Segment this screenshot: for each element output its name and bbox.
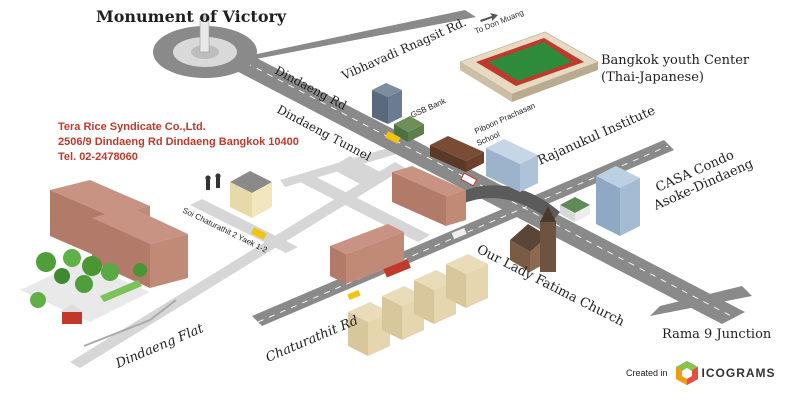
- youth-center-label-1: Bangkok youth Center: [601, 53, 750, 68]
- piboon-school-building: [430, 136, 484, 172]
- person-body: [206, 180, 210, 190]
- shophouse-row: [348, 254, 488, 356]
- office-tower-dindaeng: [372, 83, 402, 124]
- gsb-bank-label: GSB Bank: [409, 96, 448, 120]
- light-road-east: [296, 173, 430, 242]
- company-tel: Tel. 02-2478060: [58, 151, 138, 163]
- light-road-short: [330, 156, 380, 184]
- rajanukul-building: [486, 139, 538, 192]
- small-house-green-roof: [560, 197, 590, 222]
- tera-rice-office: [230, 171, 272, 218]
- casa-condo-tower: [596, 166, 640, 236]
- dindaeng-tunnel-bridge: [455, 185, 560, 222]
- rama9-cross-road: [650, 286, 752, 316]
- gsb-bank-building: [394, 116, 424, 142]
- company-name: Tera Rice Syndicate Co.,Ltd.: [58, 121, 206, 133]
- ambulance: [460, 172, 478, 187]
- chaturathit-centerline: [257, 145, 669, 323]
- person-figure-2: [215, 173, 221, 179]
- chaturathit-rd-label: Chaturathit Rd: [264, 313, 361, 365]
- credit-badge: Created in ICOGRAMS: [626, 358, 776, 388]
- yellow-taxi-3: [250, 227, 267, 240]
- company-info: Tera Rice Syndicate Co.,Ltd. 2506/9 Dind…: [58, 120, 299, 165]
- company-address: 2506/9 Dindaeng Rd Dindaeng Bangkok 1040…: [58, 136, 299, 148]
- monument-title: Monument of Victory: [96, 7, 287, 26]
- monument-top: [202, 14, 207, 20]
- park-fence: [83, 299, 177, 347]
- yellow-taxi: [384, 131, 401, 144]
- apartment-block-center: [392, 166, 466, 226]
- red-bus: [383, 259, 411, 278]
- credit-text: Created in: [626, 368, 668, 378]
- apartment-block-lower: [330, 224, 404, 284]
- youth-center-stadium: [459, 31, 599, 102]
- credit-brand: ICOGRAMS: [701, 366, 776, 380]
- direction-arrow-icon: [480, 13, 498, 22]
- person-body-2: [216, 178, 220, 188]
- youth-center-label-2: (Thai-Japanese): [601, 70, 704, 85]
- rama9-label: Rama 9 Junction: [662, 327, 772, 342]
- yellow-taxi-2: [347, 289, 361, 301]
- piboon-label-1: Piboon Prachasan: [473, 101, 536, 136]
- person-figure: [205, 175, 211, 181]
- white-car: [450, 227, 468, 240]
- lady-fatima-church: [510, 206, 556, 272]
- park-area: [20, 249, 150, 324]
- icograms-logo-icon: [675, 361, 698, 385]
- vibhavadi-road: [240, 10, 476, 62]
